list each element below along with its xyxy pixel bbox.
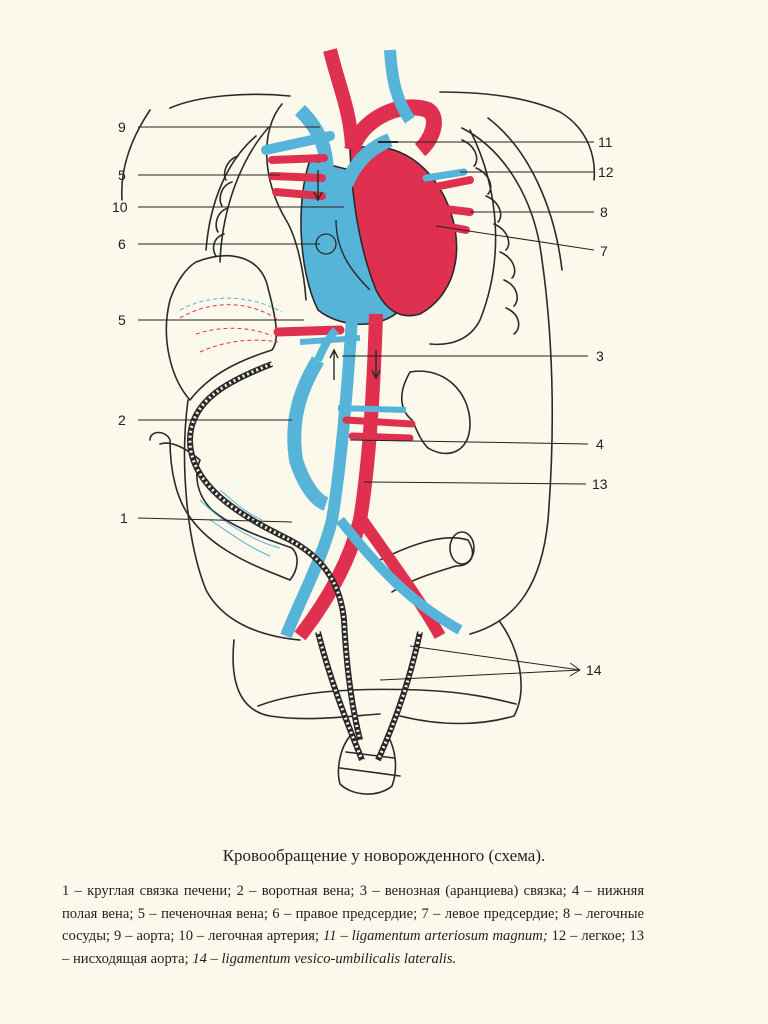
- iliac-right: [362, 520, 440, 636]
- label-4: 4: [596, 436, 604, 452]
- leader-14a: [410, 646, 580, 670]
- arrow-up: [330, 350, 338, 380]
- ribs-left: [214, 156, 238, 256]
- label-5b: 5: [118, 312, 126, 328]
- label-1: 1: [120, 510, 128, 526]
- ligamentum-vesico-umbilicalis-14b: [378, 632, 420, 760]
- legend-item-10: 10 – легочная артерия;: [178, 928, 319, 944]
- label-10: 10: [112, 199, 128, 215]
- colon-end: [450, 532, 474, 564]
- legend-item-11: 11 – ligamentum arteriosum magnum;: [323, 928, 548, 944]
- label-11: 11: [598, 134, 613, 150]
- renal-vessels: [346, 420, 412, 438]
- leader-7: [436, 226, 594, 250]
- label-9: 9: [118, 119, 126, 135]
- leader-1: [138, 518, 292, 522]
- aorta-9: [330, 50, 352, 146]
- legend-item-7: 7 – левое предсердие;: [422, 906, 559, 922]
- legend-item-1: 1 – круглая связка печени;: [62, 883, 231, 899]
- aortic-arch: [352, 107, 434, 150]
- label-3: 3: [596, 348, 604, 364]
- label-14: 14: [586, 662, 602, 678]
- pulmonary-vessels-8: [420, 180, 470, 230]
- label-13: 13: [592, 476, 608, 492]
- caption-title: Кровообращение у новорожденного (схема).: [0, 846, 768, 866]
- right-lung: [267, 104, 306, 300]
- label-2: 2: [118, 412, 126, 428]
- circulation-diagram: 9 5 10 6 5 2 1 11 12 8 7 3 4 13 14: [0, 0, 768, 840]
- portal-vein-2: [294, 360, 326, 504]
- liver: [166, 256, 276, 400]
- leader-13: [364, 482, 586, 484]
- bladder-ties: [340, 752, 400, 776]
- label-8: 8: [600, 204, 608, 220]
- label-6: 6: [118, 236, 126, 252]
- legend-item-9: 9 – аорта;: [114, 928, 174, 944]
- legend-item-14: 14 – ligamentum vesico-umbilicalis later…: [192, 951, 456, 967]
- label-5a: 5: [118, 167, 126, 183]
- legend-item-5: 5 – печеночная вена;: [138, 906, 268, 922]
- label-7: 7: [600, 243, 608, 259]
- liver-vessels: [180, 305, 278, 352]
- caption-legend: 1 – круглая связка печени; 2 – воротная …: [62, 880, 644, 970]
- legend-item-3: 3 – венозная (аранциева) связка;: [360, 883, 567, 899]
- intestine: [150, 433, 297, 581]
- pulmonary-vessels-8-blue: [426, 172, 464, 178]
- renal-vein: [338, 408, 406, 410]
- legend-item-12: 12 – легкое;: [552, 928, 626, 944]
- legend-item-2: 2 – воротная вена;: [237, 883, 355, 899]
- label-12: 12: [598, 164, 614, 180]
- intestine-vessels: [200, 490, 280, 556]
- liver-vessels-blue: [180, 298, 282, 312]
- legend-item-6: 6 – правое предсердие;: [272, 906, 417, 922]
